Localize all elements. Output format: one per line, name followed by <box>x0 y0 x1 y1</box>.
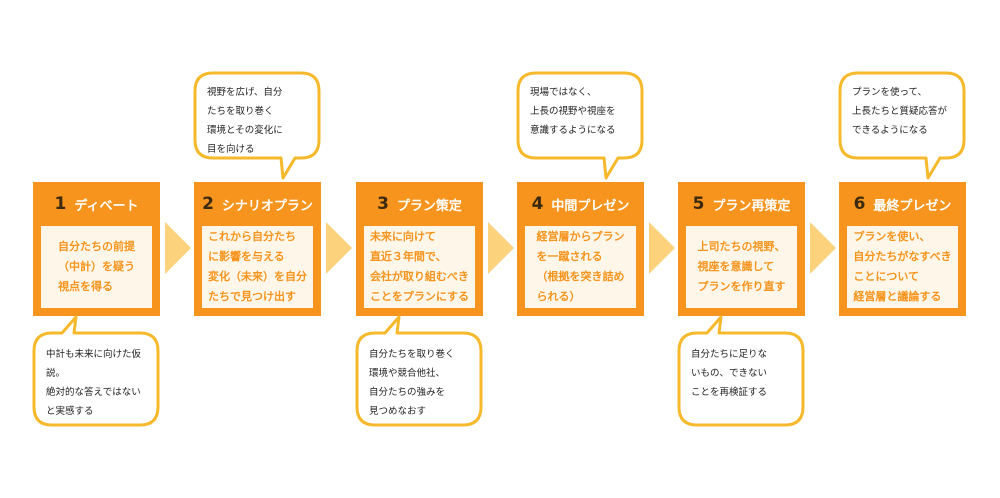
speech-bubble-shape <box>516 71 644 180</box>
step-box-4: 4 中間プレゼン 経営層からプラン を一蹴される （根拠を突き詰め られる） <box>517 182 644 316</box>
step-description: 上司たちの視野、 視座を意識して プランを作り直す <box>686 226 797 308</box>
speech-bubble-5: 自分たちに足りな いもの、できない ことを再検証する <box>677 315 806 427</box>
step-title: 4 中間プレゼン <box>517 192 644 216</box>
bubble-text: プランを使って、 上長たちと質疑応答が できるようになる <box>852 87 948 136</box>
step-number: 1 <box>54 194 67 214</box>
step-box-2: 2 シナリオプラン これから自分たち に影響を与える 変化（未来）を自分 たちで… <box>194 182 321 316</box>
bubble-text: 現場ではなく、 上長の視野や視座を 意識するようになる <box>530 87 616 136</box>
bubble-text: 自分たちを取り巻く 環境や競合他社、 自分たちの強みを 見つめなおす <box>369 349 455 417</box>
step-title: 6 最終プレゼン <box>839 192 966 216</box>
step-title-text: ディベート <box>74 198 139 214</box>
step-title-text: シナリオプラン <box>221 198 313 214</box>
step-title: 2 シナリオプラン <box>194 192 321 216</box>
speech-bubble-1: 中計も未来に向けた仮説。 絶対的な答えではない と実感する <box>32 315 161 427</box>
speech-bubble-shape <box>32 315 160 427</box>
speech-bubble-4: 現場ではなく、 上長の視野や視座を 意識するようになる <box>516 71 645 180</box>
step-box-6: 6 最終プレゼン プランを使い、 自分たちがなすべき ことについて 経営層と議論… <box>839 182 966 316</box>
step-number: 2 <box>202 194 214 214</box>
step-title: 1 ディベート <box>33 192 160 216</box>
speech-bubble-shape <box>838 71 966 180</box>
step-description: これから自分たち に影響を与える 変化（未来）を自分 たちで見つけ出す <box>202 226 313 308</box>
step-number: 6 <box>853 194 866 214</box>
step-box-3: 3 プラン策定 未来に向けて 直近３年間で、 会社が取り組むべき ことをプランに… <box>356 182 483 316</box>
step-box-5: 5 プラン再策定 上司たちの視野、 視座を意識して プランを作り直す <box>678 182 805 316</box>
speech-bubble-6: プランを使って、 上長たちと質疑応答が できるようになる <box>838 71 967 180</box>
bubble-text: 自分たちに足りな いもの、できない ことを再検証する <box>691 349 768 398</box>
bubble-text: 視野を広げ、自分 たちを取り巻く 環境とその変化に 目を向ける <box>207 87 283 155</box>
step-title: 3 プラン策定 <box>356 192 483 216</box>
step-title-text: 中間プレゼン <box>551 198 630 214</box>
speech-bubble-shape <box>193 71 321 180</box>
step-description: 自分たちの前提 （中計）を疑う 視点を得る <box>41 226 152 308</box>
step-title: 5 プラン再策定 <box>678 192 805 216</box>
arrow-right-icon <box>649 222 675 274</box>
arrow-right-icon <box>810 222 836 274</box>
step-description: 未来に向けて 直近３年間で、 会社が取り組むべき ことをプランにする <box>364 226 475 308</box>
step-box-1: 1 ディベート 自分たちの前提 （中計）を疑う 視点を得る <box>33 182 160 316</box>
bubble-text: 中計も未来に向けた仮説。 絶対的な答えではない と実感する <box>46 349 142 417</box>
step-title-text: 最終プレゼン <box>873 198 952 214</box>
speech-bubble-shape <box>677 315 805 427</box>
step-description: 経営層からプラン を一蹴される （根拠を突き詰め られる） <box>525 226 636 308</box>
step-number: 3 <box>377 194 389 214</box>
arrow-right-icon <box>488 222 514 274</box>
step-title-text: プラン再策定 <box>712 198 791 214</box>
step-title-text: プラン策定 <box>396 198 462 214</box>
speech-bubble-shape <box>355 315 483 427</box>
arrow-right-icon <box>165 222 191 274</box>
speech-bubble-2: 視野を広げ、自分 たちを取り巻く 環境とその変化に 目を向ける <box>193 71 322 180</box>
arrow-right-icon <box>326 222 352 274</box>
step-number: 4 <box>531 194 544 214</box>
speech-bubble-3: 自分たちを取り巻く 環境や競合他社、 自分たちの強みを 見つめなおす <box>355 315 484 427</box>
step-description: プランを使い、 自分たちがなすべき ことについて 経営層と議論する <box>847 226 958 308</box>
step-number: 5 <box>692 194 705 214</box>
